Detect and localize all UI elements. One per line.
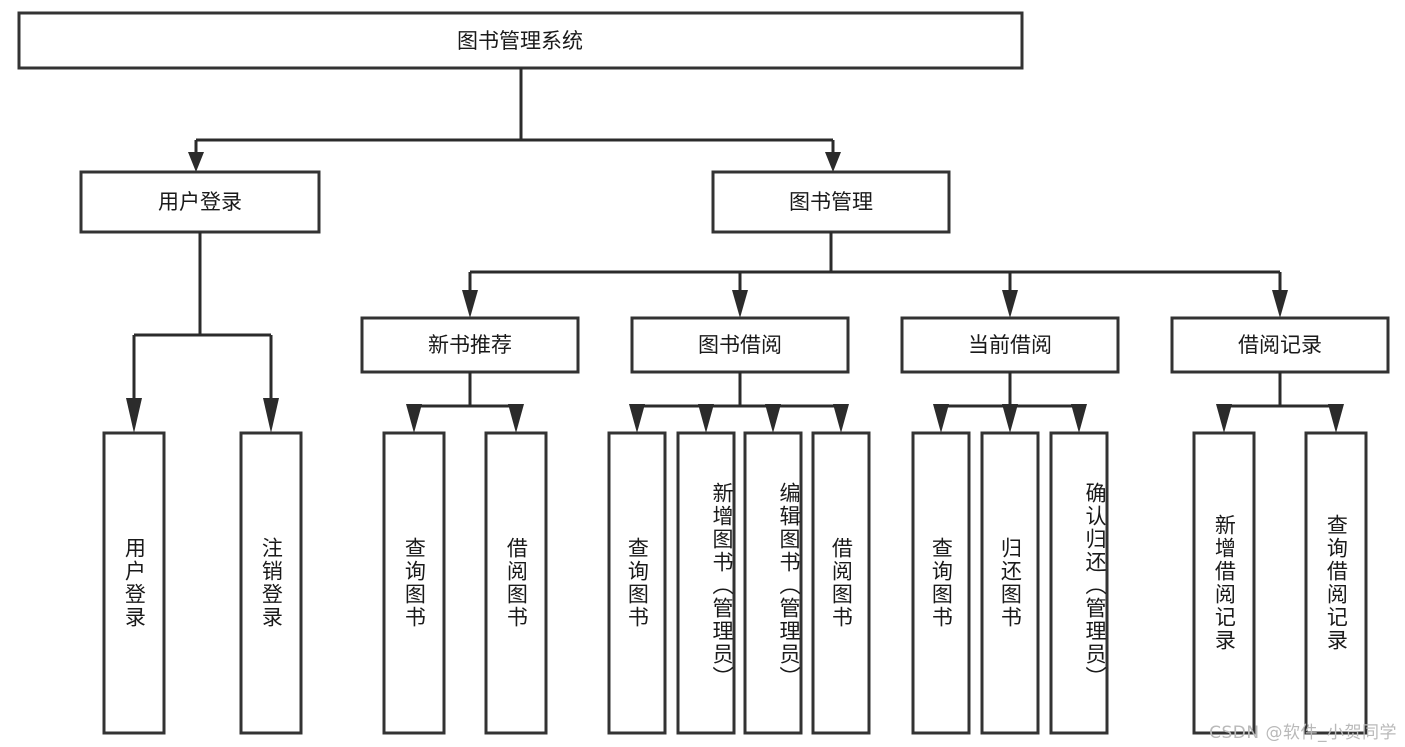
leaf-box-user-login-2[interactable] (239, 431, 303, 735)
node-borrow-record-label: 借阅记录 (1238, 333, 1322, 357)
arrow-book-borrow-leaf-2 (698, 404, 714, 433)
leaf-box-borrow-record-2[interactable] (1304, 431, 1368, 735)
watermark-text: CSDN @软件_小贺同学 (1209, 723, 1397, 743)
leaf-box-book-borrow-2[interactable] (676, 431, 736, 735)
arrow-user-login-leaf-2 (263, 398, 279, 433)
arrow-new-book-leaf-1 (406, 404, 422, 433)
arrow-book-mgmt-to-current-borrow (1002, 290, 1018, 318)
leaf-box-user-login-1[interactable] (102, 431, 166, 735)
node-root-label: 图书管理系统 (457, 29, 583, 53)
arrow-new-book-leaf-2 (508, 404, 524, 433)
node-new-book-recommend[interactable]: 新书推荐 (360, 316, 580, 374)
arrow-current-borrow-leaf-2 (1002, 404, 1018, 433)
node-new-book-recommend-label: 新书推荐 (428, 333, 512, 357)
leaf-box-book-borrow-4[interactable] (811, 431, 871, 735)
node-borrow-record-box[interactable] (1170, 316, 1390, 374)
node-root-box[interactable] (17, 11, 1024, 70)
leaf-box-book-borrow-3[interactable] (743, 431, 803, 735)
arrow-current-borrow-leaf-1 (933, 404, 949, 433)
node-root[interactable]: 图书管理系统 (17, 11, 1024, 70)
node-book-borrow-box[interactable] (630, 316, 850, 374)
arrow-borrow-record-leaf-2 (1328, 404, 1344, 433)
arrow-borrow-record-leaf-1 (1216, 404, 1232, 433)
node-current-borrow-label: 当前借阅 (968, 333, 1052, 357)
arrow-book-borrow-leaf-1 (629, 404, 645, 433)
node-user-login-label: 用户登录 (158, 190, 242, 214)
node-book-borrow-label: 图书借阅 (698, 333, 782, 357)
node-book-management-box[interactable] (711, 170, 951, 234)
leaf-box-current-borrow-1[interactable] (911, 431, 971, 735)
arrow-current-borrow-leaf-3 (1071, 404, 1087, 433)
node-new-book-recommend-box[interactable] (360, 316, 580, 374)
node-book-management-label: 图书管理 (789, 190, 873, 214)
arrow-root-to-user-login (188, 152, 204, 172)
arrow-book-mgmt-to-borrow-record (1272, 290, 1288, 318)
arrow-book-mgmt-to-book-borrow (732, 290, 748, 318)
leaf-box-current-borrow-2[interactable] (980, 431, 1040, 735)
arrow-book-mgmt-to-new-book (462, 290, 478, 318)
node-book-borrow[interactable]: 图书借阅 (630, 316, 850, 374)
leaf-box-new-book-2[interactable] (484, 431, 548, 735)
arrow-book-borrow-leaf-4 (833, 404, 849, 433)
leaf-box-new-book-1[interactable] (382, 431, 446, 735)
node-current-borrow-box[interactable] (900, 316, 1120, 374)
node-user-login[interactable]: 用户登录 (79, 170, 321, 234)
leaf-box-borrow-record-1[interactable] (1192, 431, 1256, 735)
node-current-borrow[interactable]: 当前借阅 (900, 316, 1120, 374)
node-borrow-record[interactable]: 借阅记录 (1170, 316, 1390, 374)
arrow-root-to-book-mgmt (825, 152, 841, 172)
node-book-management[interactable]: 图书管理 (711, 170, 951, 234)
leaf-box-current-borrow-3[interactable] (1049, 431, 1109, 735)
arrow-user-login-leaf-1 (126, 398, 142, 433)
arrow-book-borrow-leaf-3 (765, 404, 781, 433)
leaf-box-book-borrow-1[interactable] (607, 431, 667, 735)
